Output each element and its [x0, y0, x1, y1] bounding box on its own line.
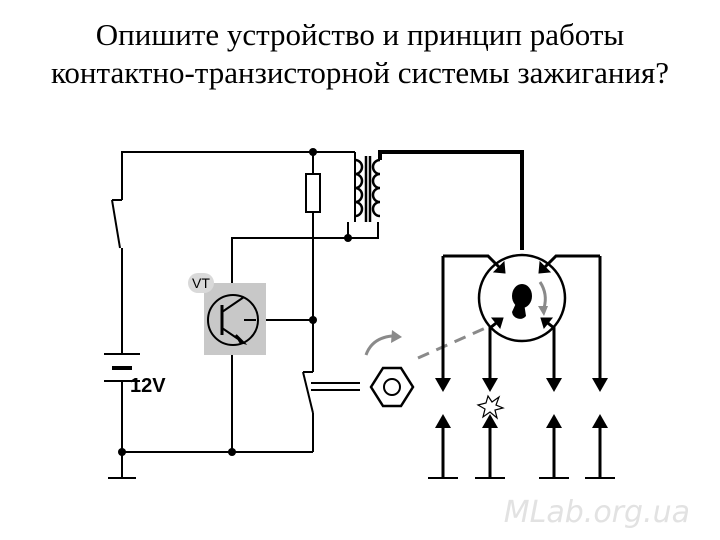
- watermark: MLab.org.ua: [504, 495, 690, 530]
- breaker-contacts: [302, 371, 360, 414]
- cam-rotation-arrow: [364, 334, 393, 356]
- spark-plug-lower-electrodes: [428, 414, 615, 479]
- cam-rotation-arrowhead: [391, 330, 402, 343]
- rotor-rotation-arrow: [538, 281, 547, 309]
- transistor-label-badge: VT: [188, 273, 214, 293]
- spark-plug-leads: [441, 256, 602, 382]
- junction-dots: [118, 148, 352, 456]
- ballast-resistor: [305, 173, 321, 213]
- title-line-1: Опишите устройство и принцип работы: [95, 17, 625, 52]
- distributor-terminals: [443, 254, 600, 345]
- title-line-2: контактно-транзисторной системы зажигани…: [50, 55, 670, 90]
- battery-label: 12V: [130, 375, 166, 397]
- breaker-cam: [369, 366, 415, 408]
- distributor-rotor: [512, 284, 532, 319]
- transistor-label: VT: [192, 275, 210, 291]
- ignition-switch: [111, 199, 122, 249]
- circuit-wires: [108, 151, 379, 479]
- slide-title: Опишите устройство и принцип работы конт…: [0, 16, 720, 92]
- ignition-coil: [354, 156, 381, 222]
- transistor-vt: [204, 283, 266, 355]
- high-voltage-lead: [378, 150, 524, 250]
- spark-icon: [476, 394, 505, 420]
- battery-symbol: [104, 353, 140, 382]
- rotor-rotation-arrowhead: [538, 306, 548, 316]
- spark-plug-upper-electrodes: [435, 378, 608, 392]
